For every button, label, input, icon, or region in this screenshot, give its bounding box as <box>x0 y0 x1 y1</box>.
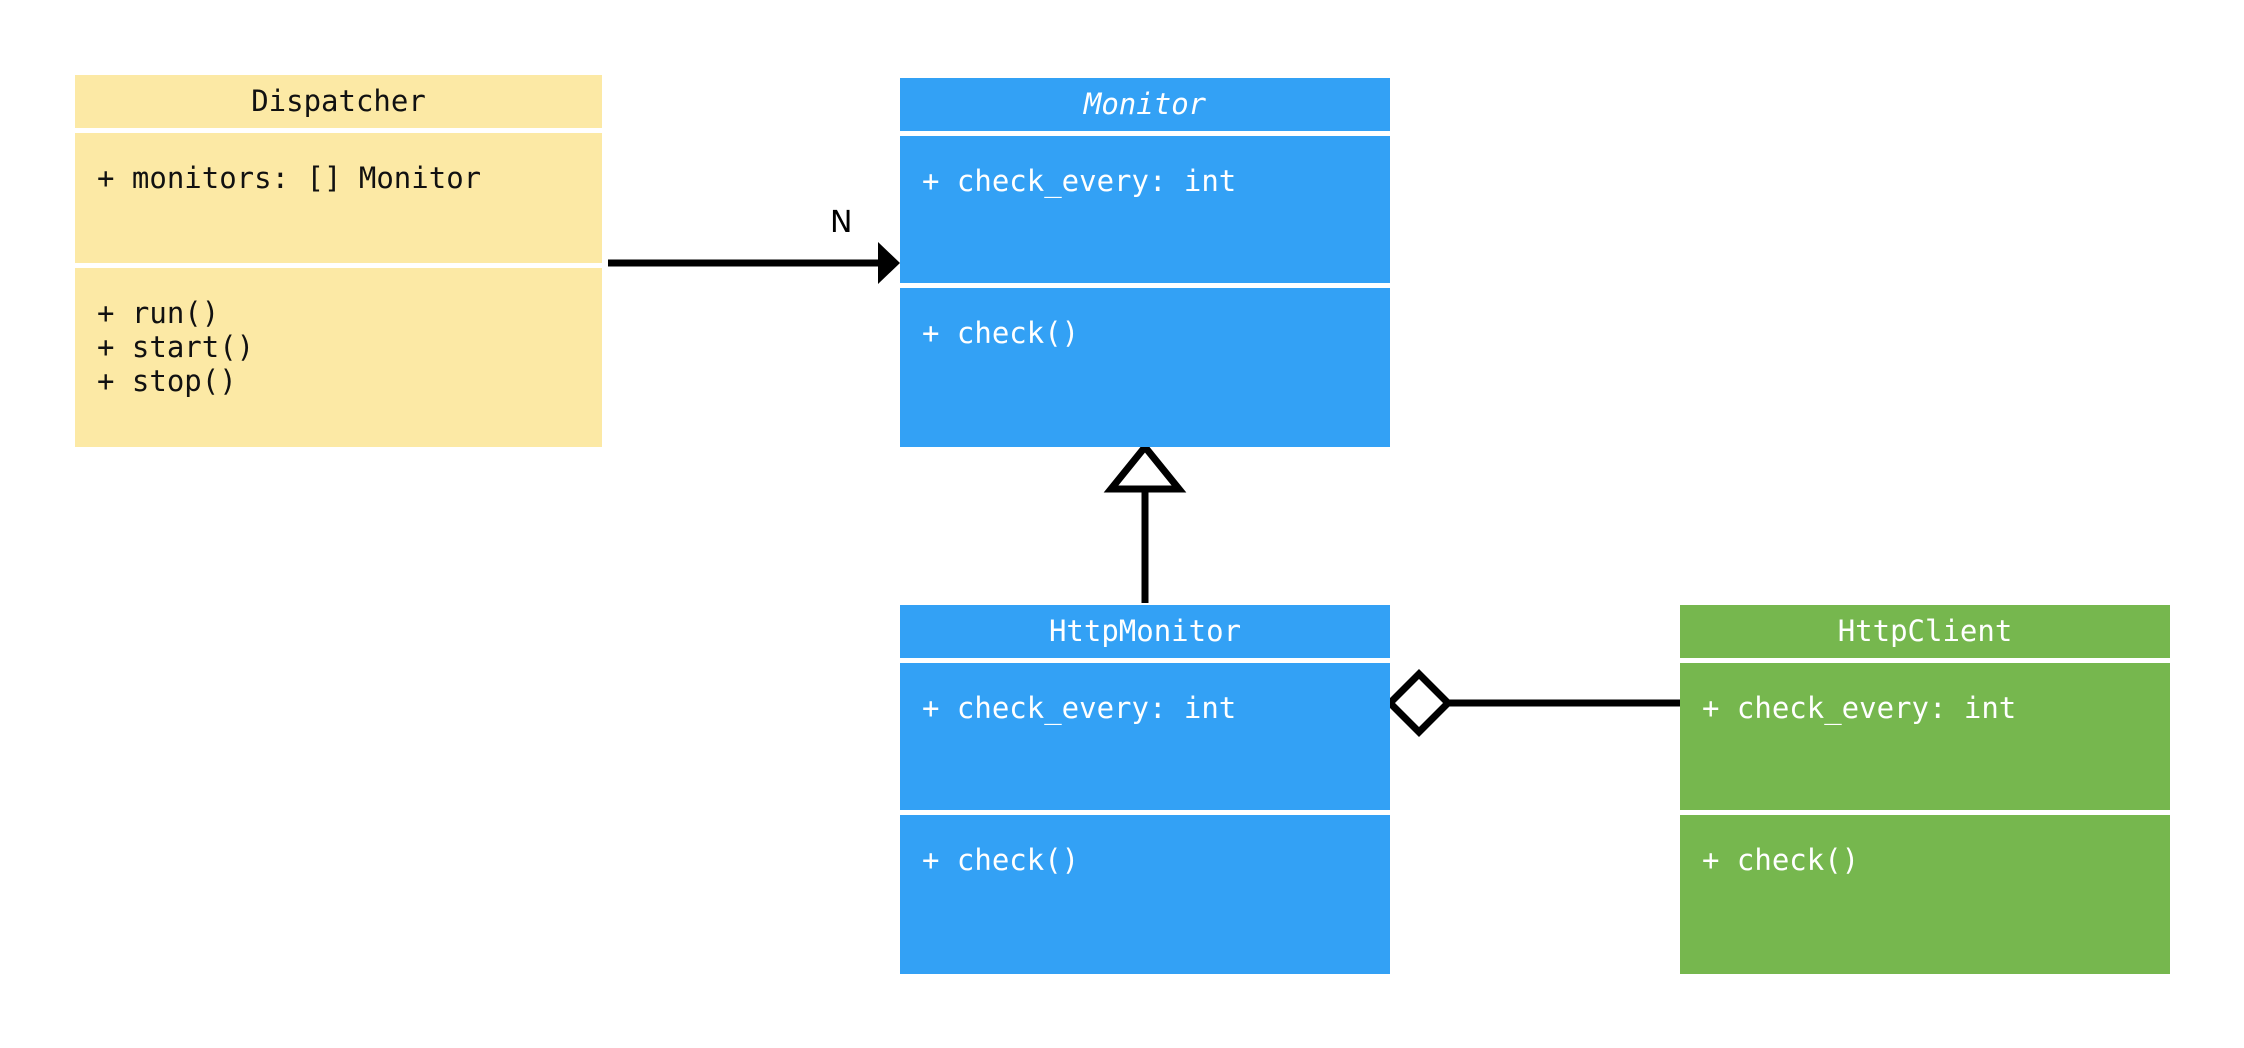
class-header-monitor: Monitor <box>900 78 1390 131</box>
method-row: + stop() <box>97 364 237 398</box>
attribute-row: + monitors: [] Monitor <box>97 161 482 195</box>
class-header-dispatcher: Dispatcher <box>75 75 602 128</box>
method-row: + run() <box>97 296 220 330</box>
attribute-row: + check_every: int <box>922 164 1237 198</box>
edge-dispatcher-to-monitor <box>608 242 900 284</box>
class-name-monitor: Monitor <box>1083 86 1207 121</box>
method-row: + check() <box>1702 843 1860 877</box>
class-name-httpmonitor: HttpMonitor <box>1048 613 1242 648</box>
class-attributes-monitor: + check_every: int <box>900 136 1390 283</box>
solid-triangle-arrowhead-icon <box>878 242 900 284</box>
class-name-dispatcher: Dispatcher <box>251 83 426 118</box>
hollow-triangle-arrowhead-icon <box>1103 441 1187 493</box>
method-row: + check() <box>922 316 1080 350</box>
uml-class-httpmonitor[interactable]: HttpMonitor + check_every: int + check() <box>900 605 1390 974</box>
hollow-diamond-aggregation-icon <box>1385 669 1453 737</box>
uml-class-dispatcher[interactable]: Dispatcher + monitors: [] Monitor + run(… <box>75 75 602 447</box>
edge-httpmonitor-to-monitor <box>1103 441 1187 603</box>
uml-class-httpclient[interactable]: HttpClient + check_every: int + check() <box>1680 605 2170 974</box>
class-attributes-httpmonitor: + check_every: int <box>900 663 1390 810</box>
method-row: + check() <box>922 843 1080 877</box>
class-methods-dispatcher: + run() + start() + stop() <box>75 268 602 447</box>
uml-class-monitor[interactable]: Monitor + check_every: int + check() <box>900 78 1390 447</box>
class-methods-monitor: + check() <box>900 288 1390 447</box>
edge-httpmonitor-to-httpclient <box>1385 669 1680 737</box>
class-methods-httpclient: + check() <box>1680 815 2170 974</box>
attribute-row: + check_every: int <box>922 691 1237 725</box>
class-name-httpclient: HttpClient <box>1837 613 2013 648</box>
class-header-httpmonitor: HttpMonitor <box>900 605 1390 658</box>
class-attributes-httpclient: + check_every: int <box>1680 663 2170 810</box>
attribute-row: + check_every: int <box>1702 691 2017 725</box>
class-attributes-dispatcher: + monitors: [] Monitor <box>75 133 602 263</box>
method-row: + start() <box>97 330 255 364</box>
class-methods-httpmonitor: + check() <box>900 815 1390 974</box>
edge-label-multiplicity-n: N <box>830 205 853 240</box>
class-header-httpclient: HttpClient <box>1680 605 2170 658</box>
